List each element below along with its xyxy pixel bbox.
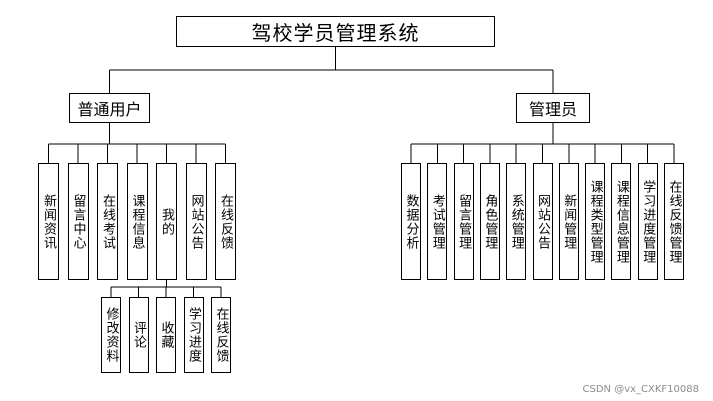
admin-function-node: 课程信息管理: [611, 163, 632, 280]
user-function-node: 新闻资讯: [38, 163, 59, 280]
user-function-label: 在线考试: [100, 193, 115, 250]
my-function-label: 在线反馈: [213, 307, 229, 363]
user-function-label: 网站公告: [188, 193, 204, 250]
admin-role-node: 管理员: [516, 93, 590, 123]
user-function-label: 留言中心: [70, 193, 86, 250]
my-function-label: 修改资料: [103, 307, 119, 363]
my-function-node: 学习进度: [183, 297, 204, 373]
user-role-label: 普通用户: [77, 100, 142, 119]
user-function-label: 新闻资讯: [41, 193, 56, 250]
user-role-node: 普通用户: [69, 93, 150, 123]
root-label: 驾校学员管理系统: [251, 21, 420, 45]
user-function-node: 网站公告: [185, 163, 207, 280]
my-function-node: 修改资料: [101, 297, 121, 373]
admin-function-node: 网站公告: [532, 163, 553, 280]
my-function-node: 评论: [128, 297, 149, 373]
admin-function-label: 数据分析: [403, 193, 419, 250]
admin-function-label: 学习进度管理: [640, 179, 656, 264]
admin-function-node: 在线反馈管理: [664, 163, 684, 280]
admin-function-node: 课程类型管理: [585, 163, 606, 280]
root-node: 驾校学员管理系统: [176, 16, 495, 47]
admin-function-node: 数据分析: [401, 163, 421, 280]
admin-role-label: 管理员: [528, 100, 577, 119]
admin-function-label: 新闻管理: [561, 193, 577, 250]
watermark: CSDN @vx_CXKF10088: [582, 384, 699, 395]
my-function-label: 收藏: [158, 321, 174, 349]
admin-function-node: 角色管理: [479, 163, 500, 280]
user-function-label: 课程信息: [129, 193, 145, 250]
my-function-node: 收藏: [156, 297, 176, 373]
my-function-node: 在线反馈: [211, 297, 231, 373]
admin-function-label: 网站公告: [535, 193, 550, 250]
my-function-label: 学习进度: [186, 307, 201, 363]
admin-function-label: 考试管理: [429, 193, 445, 250]
admin-function-node: 新闻管理: [558, 163, 579, 280]
user-function-node: 课程信息: [126, 163, 148, 280]
admin-function-label: 课程类型管理: [587, 179, 603, 264]
user-function-node: 在线考试: [97, 163, 118, 280]
admin-function-label: 在线反馈管理: [666, 179, 682, 264]
admin-function-label: 系统管理: [508, 193, 524, 250]
user-function-node: 在线反馈: [215, 163, 236, 280]
admin-function-node: 学习进度管理: [637, 163, 658, 280]
admin-function-node: 系统管理: [506, 163, 527, 280]
user-function-node: 我的: [156, 163, 177, 280]
admin-function-node: 留言管理: [453, 163, 474, 280]
admin-function-label: 课程信息管理: [613, 179, 629, 264]
admin-function-label: 留言管理: [456, 193, 472, 250]
user-function-node: 留言中心: [67, 163, 89, 280]
user-function-label: 在线反馈: [218, 193, 233, 250]
my-function-label: 评论: [131, 321, 146, 349]
admin-function-label: 角色管理: [482, 193, 498, 250]
user-function-label: 我的: [159, 207, 174, 236]
admin-function-node: 考试管理: [427, 163, 448, 280]
